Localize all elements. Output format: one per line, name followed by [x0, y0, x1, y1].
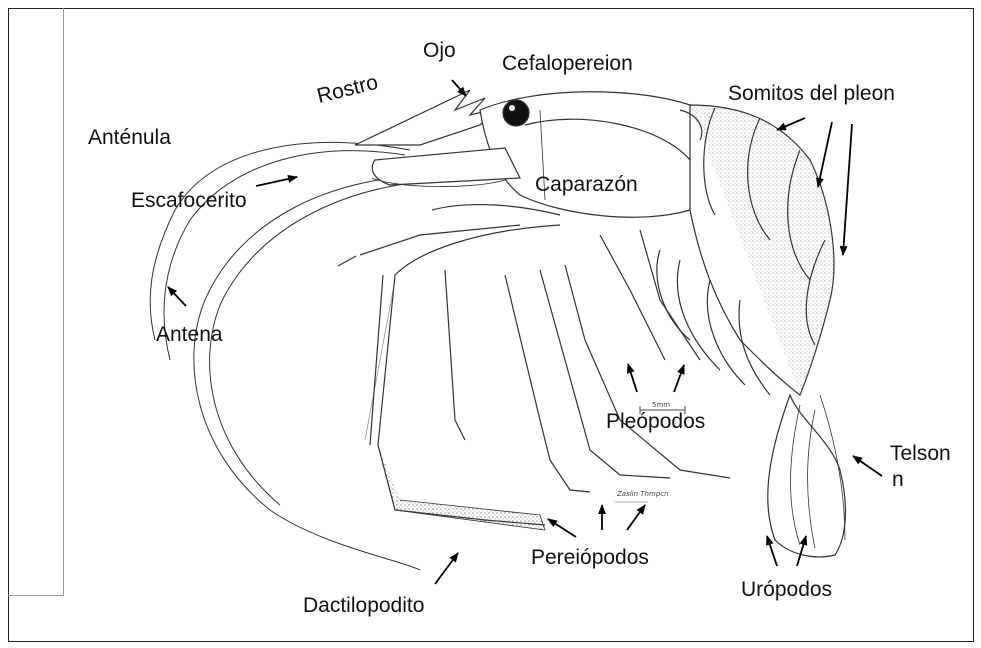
- label-pleopodos: Pleópodos: [606, 411, 705, 432]
- label-somitos-del-pleon: Somitos del pleon: [728, 83, 895, 104]
- scale-bar-text: 5mm: [652, 401, 670, 409]
- label-escafocerito: Escafocerito: [131, 190, 247, 211]
- label-antenula: Anténula: [88, 127, 171, 148]
- arrow-telson: [853, 456, 882, 476]
- label-caparazon: Caparazón: [535, 174, 638, 195]
- arrow-escafocerito: [256, 177, 297, 186]
- arrow-dactilopodito: [435, 553, 458, 584]
- arrow-pereiopodo-3: [627, 505, 645, 530]
- arrow-pleopodo-1: [628, 364, 637, 392]
- artist-signature: Zaslin Thmpcn: [617, 490, 669, 498]
- arrow-somito-3: [843, 124, 852, 255]
- arrow-ojo: [452, 80, 466, 96]
- label-ojo: Ojo: [423, 40, 456, 61]
- label-telson: Telson: [890, 443, 951, 464]
- label-dactilopodito: Dactilopodito: [303, 595, 424, 616]
- label-uropodos: Urópodos: [741, 579, 832, 600]
- label-cefalopereion: Cefalopereion: [502, 53, 633, 74]
- label-pereiopodos: Pereiópodos: [531, 547, 649, 568]
- label-antena: Antena: [156, 324, 223, 345]
- arrow-somito-2: [818, 122, 832, 187]
- arrow-somito-1: [777, 118, 805, 130]
- shrimp-body: [338, 90, 845, 557]
- arrow-pleopodo-2: [674, 365, 684, 392]
- arrow-antena: [168, 287, 186, 306]
- arrow-pereiopodo-1: [548, 519, 576, 537]
- label-telson-wrap: n: [892, 469, 904, 490]
